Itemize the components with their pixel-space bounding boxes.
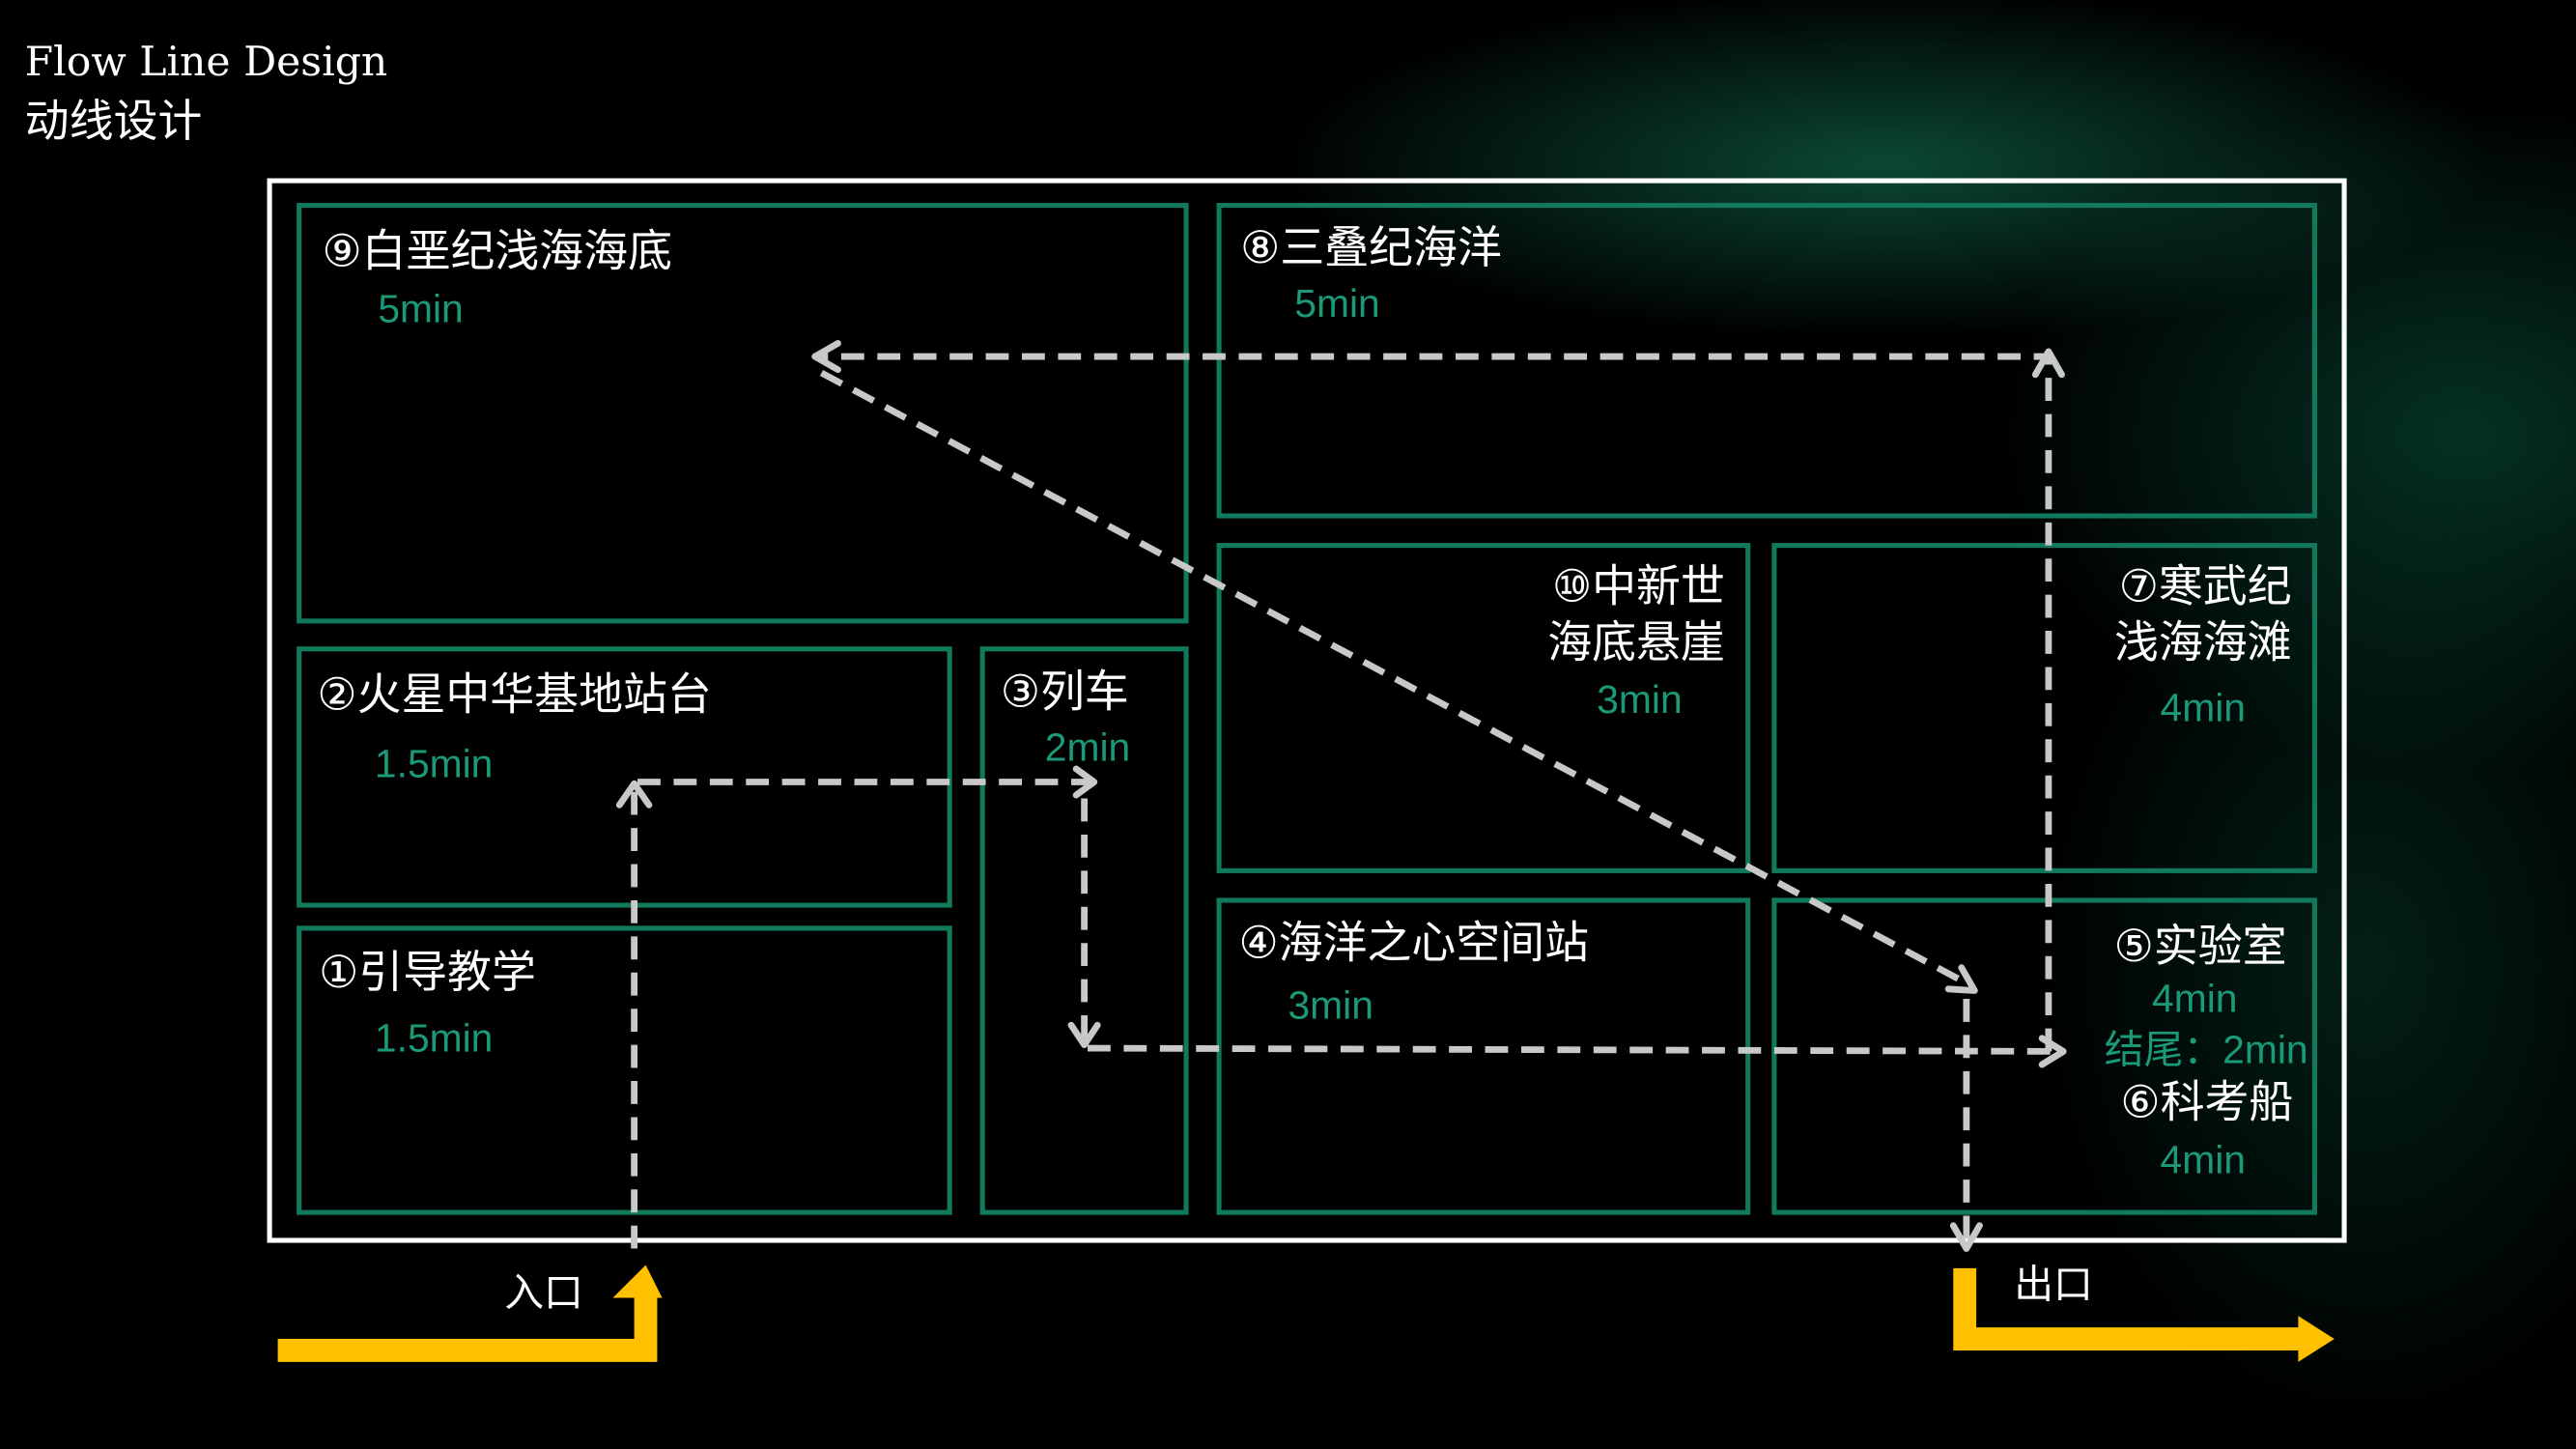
flow-lines	[615, 340, 2067, 1252]
zone-6-time: 4min	[2161, 1137, 2246, 1181]
zone-8-time: 5min	[1294, 281, 1379, 326]
ending-time: 结尾：2min	[2105, 1027, 2308, 1071]
title-chinese: 动线设计	[25, 95, 203, 147]
arrow-up-icon	[615, 780, 653, 809]
zone-1-name: ①引导教学	[319, 946, 536, 998]
zone-4: ④海洋之心空间站 3min	[1216, 897, 1751, 1215]
zone-7-name-line1: ⑦寒武纪	[2119, 559, 2292, 611]
zone-10-time: 3min	[1597, 677, 1682, 722]
zone-1: ①引导教学 1.5min	[297, 925, 952, 1215]
arrow-up-icon	[2031, 348, 2065, 379]
zone-9-name: ⑨白垩纪浅海海底	[323, 225, 673, 277]
flow-segment-4	[819, 370, 1973, 989]
entrance-marker: 入口	[277, 1264, 663, 1362]
zone-10: ⑩中新世 海底悬崖 3min	[1216, 543, 1751, 873]
zone-5-6: ⑤实验室 4min 结尾：2min ⑥科考船 4min	[1771, 897, 2317, 1215]
arrow-down-icon	[1949, 1222, 1983, 1252]
zone-4-name: ④海洋之心空间站	[1238, 916, 1588, 968]
zone-3-name: ③列车	[1001, 665, 1129, 717]
zone-3-time: 2min	[1045, 724, 1130, 769]
zone-5-name: ⑤实验室	[2114, 920, 2287, 972]
zone-5-time: 4min	[2152, 977, 2237, 1021]
zone-7-time: 4min	[2161, 686, 2246, 730]
title-english: Flow Line Design	[25, 39, 388, 86]
zone-10-name-line2: 海底悬崖	[1547, 615, 1725, 668]
zone-8-name: ⑧三叠纪海洋	[1240, 221, 1502, 273]
arrow-right-icon	[1072, 765, 1098, 799]
zone-7-name-line2: 浅海海滩	[2114, 615, 2292, 668]
arrow-left-icon	[811, 340, 841, 374]
exit-marker: 出口	[1953, 1262, 2335, 1362]
exit-label: 出口	[2014, 1262, 2093, 1308]
zone-8: ⑧三叠纪海洋 5min	[1216, 203, 2317, 519]
zone-6-name: ⑥科考船	[2120, 1075, 2293, 1127]
flow-segment-1	[631, 779, 1093, 1249]
arrow-diagonal-icon	[1944, 964, 1978, 994]
venue-outline	[267, 178, 2347, 1243]
zone-9-time: 5min	[378, 286, 463, 330]
zone-2: ②火星中华基地站台 1.5min	[297, 646, 952, 908]
zone-7: ⑦寒武纪 浅海海滩 4min	[1771, 543, 2317, 873]
zone-2-name: ②火星中华基地站台	[317, 668, 711, 721]
zone-4-time: 3min	[1288, 982, 1373, 1027]
flow-segment-2	[1081, 798, 2062, 1055]
zone-1-time: 1.5min	[375, 1015, 493, 1060]
entrance-label: 入口	[504, 1269, 583, 1316]
zone-3: ③列车 2min	[979, 646, 1189, 1215]
zone-10-name-line1: ⑩中新世	[1552, 559, 1725, 611]
zone-2-time: 1.5min	[375, 741, 493, 785]
arrow-down-icon	[1067, 1021, 1101, 1049]
entrance-arrow-icon	[612, 1264, 663, 1298]
zone-9: ⑨白垩纪浅海海底 5min	[297, 203, 1189, 624]
exit-arrow-icon	[2298, 1316, 2335, 1362]
